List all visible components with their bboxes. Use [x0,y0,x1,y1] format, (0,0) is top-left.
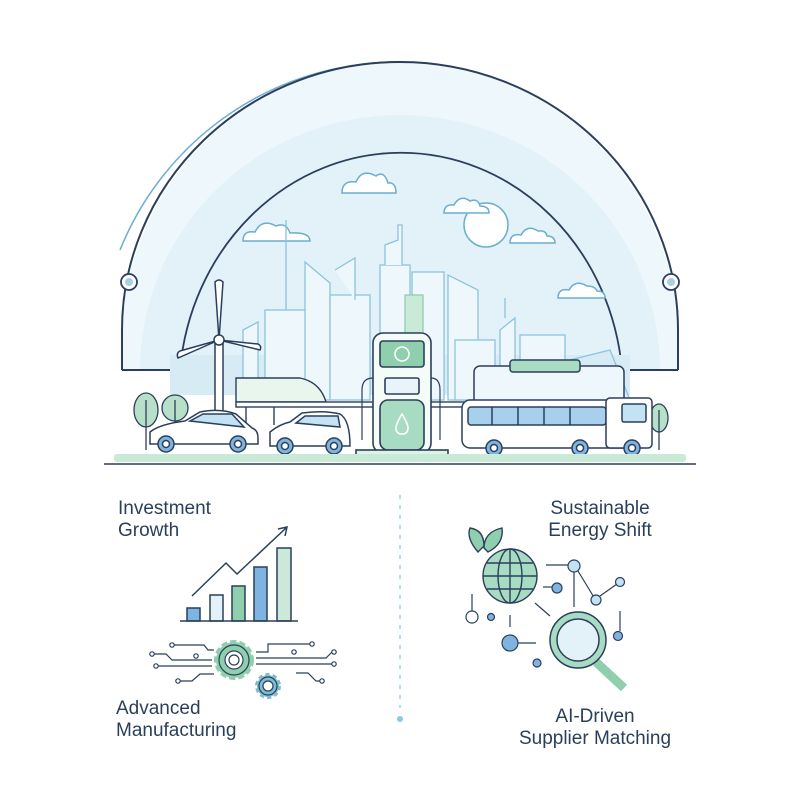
gear-circuit-icon [149,640,337,699]
tree-icon [161,394,189,425]
cloud-icon [557,282,606,299]
gear-icon [214,640,254,680]
energy-line2: Energy Shift [548,520,652,541]
investment-line1: Investment [118,498,211,519]
electric-bus-icon [461,359,653,457]
ground [104,454,696,465]
cloud-icon [509,227,556,244]
ai-line1: AI-Driven [555,706,635,727]
sun-icon [463,202,509,248]
network-nodes [465,559,626,668]
leaf-globe-icon [468,527,538,604]
investment-line2: Growth [118,520,180,541]
tree-icon [133,392,159,450]
ai-line2: Supplier Matching [518,728,672,749]
ai-supplier-matching-label: AI-Driven Supplier Matching [500,706,690,750]
vertical-divider [397,495,403,722]
trees [133,392,669,450]
charging-station-icon [355,332,449,457]
manufacturing-line1: Advanced [116,698,201,719]
advanced-manufacturing-label: Advanced Manufacturing [116,698,236,742]
bar-chart-trend-icon [180,526,298,622]
energy-line1: Sustainable [550,498,650,519]
cloud-icon [341,172,397,194]
hatchback-car-icon [269,410,351,455]
station-canopy [235,377,497,425]
tree-icon [649,403,669,450]
magnifier-network-icon [549,611,628,692]
manufacturing-line2: Manufacturing [116,720,237,741]
cloud-icon [242,222,311,242]
sustainable-energy-label: Sustainable Energy Shift [520,498,680,542]
gear-icon [255,673,281,699]
cloud-icon [443,197,490,214]
investment-growth-label: Investment Growth [118,498,211,542]
wind-turbine-icon [176,279,262,431]
sedan-car-icon [149,409,259,453]
sky [242,172,606,299]
